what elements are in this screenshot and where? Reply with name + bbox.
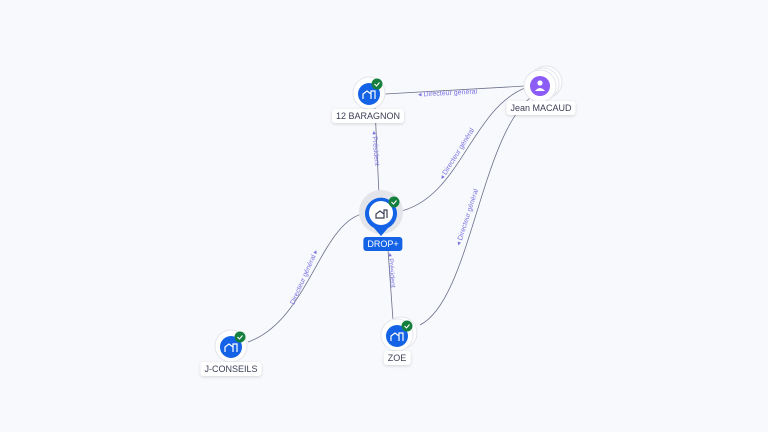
edge-drop-jconseils (247, 212, 367, 343)
building-icon (375, 209, 388, 219)
node-baragnon[interactable] (352, 76, 386, 110)
node-zoe[interactable] (380, 316, 418, 352)
edge-macaud-baragnon (384, 85, 526, 95)
node-drop[interactable] (359, 190, 403, 236)
edge-label: Directeur général ▸ (289, 248, 320, 305)
edge-label: ◂ Directeur général (418, 89, 478, 99)
building-icon (362, 90, 376, 99)
edge-label: ◂ Directeur général (439, 127, 477, 181)
edge-label: ◂ Président (370, 131, 380, 167)
verified-icon (234, 331, 246, 343)
edge-macaud-zoe (419, 97, 531, 326)
node-label-macaud[interactable]: Jean MACAUD (506, 101, 576, 115)
person-icon (535, 80, 545, 91)
edge-label: ◂ Président (386, 253, 396, 289)
verified-icon (371, 78, 383, 90)
node-label-drop[interactable]: DROP+ (363, 237, 403, 251)
node-label-jconseils[interactable]: J-CONSEILS (200, 362, 262, 376)
building-icon (224, 343, 238, 352)
node-macaud[interactable] (523, 65, 563, 103)
node-label-baragnon[interactable]: 12 BARAGNON (331, 109, 405, 123)
verified-icon (401, 320, 413, 332)
node-label-zoe[interactable]: ZOE (383, 351, 411, 365)
building-icon (390, 332, 404, 341)
edge-zoe-drop (387, 249, 394, 321)
edge-label: ◂ Directeur général (455, 188, 480, 247)
verified-icon (388, 196, 400, 208)
edge-macaud-drop (396, 87, 526, 213)
node-jconseils[interactable] (214, 329, 248, 363)
